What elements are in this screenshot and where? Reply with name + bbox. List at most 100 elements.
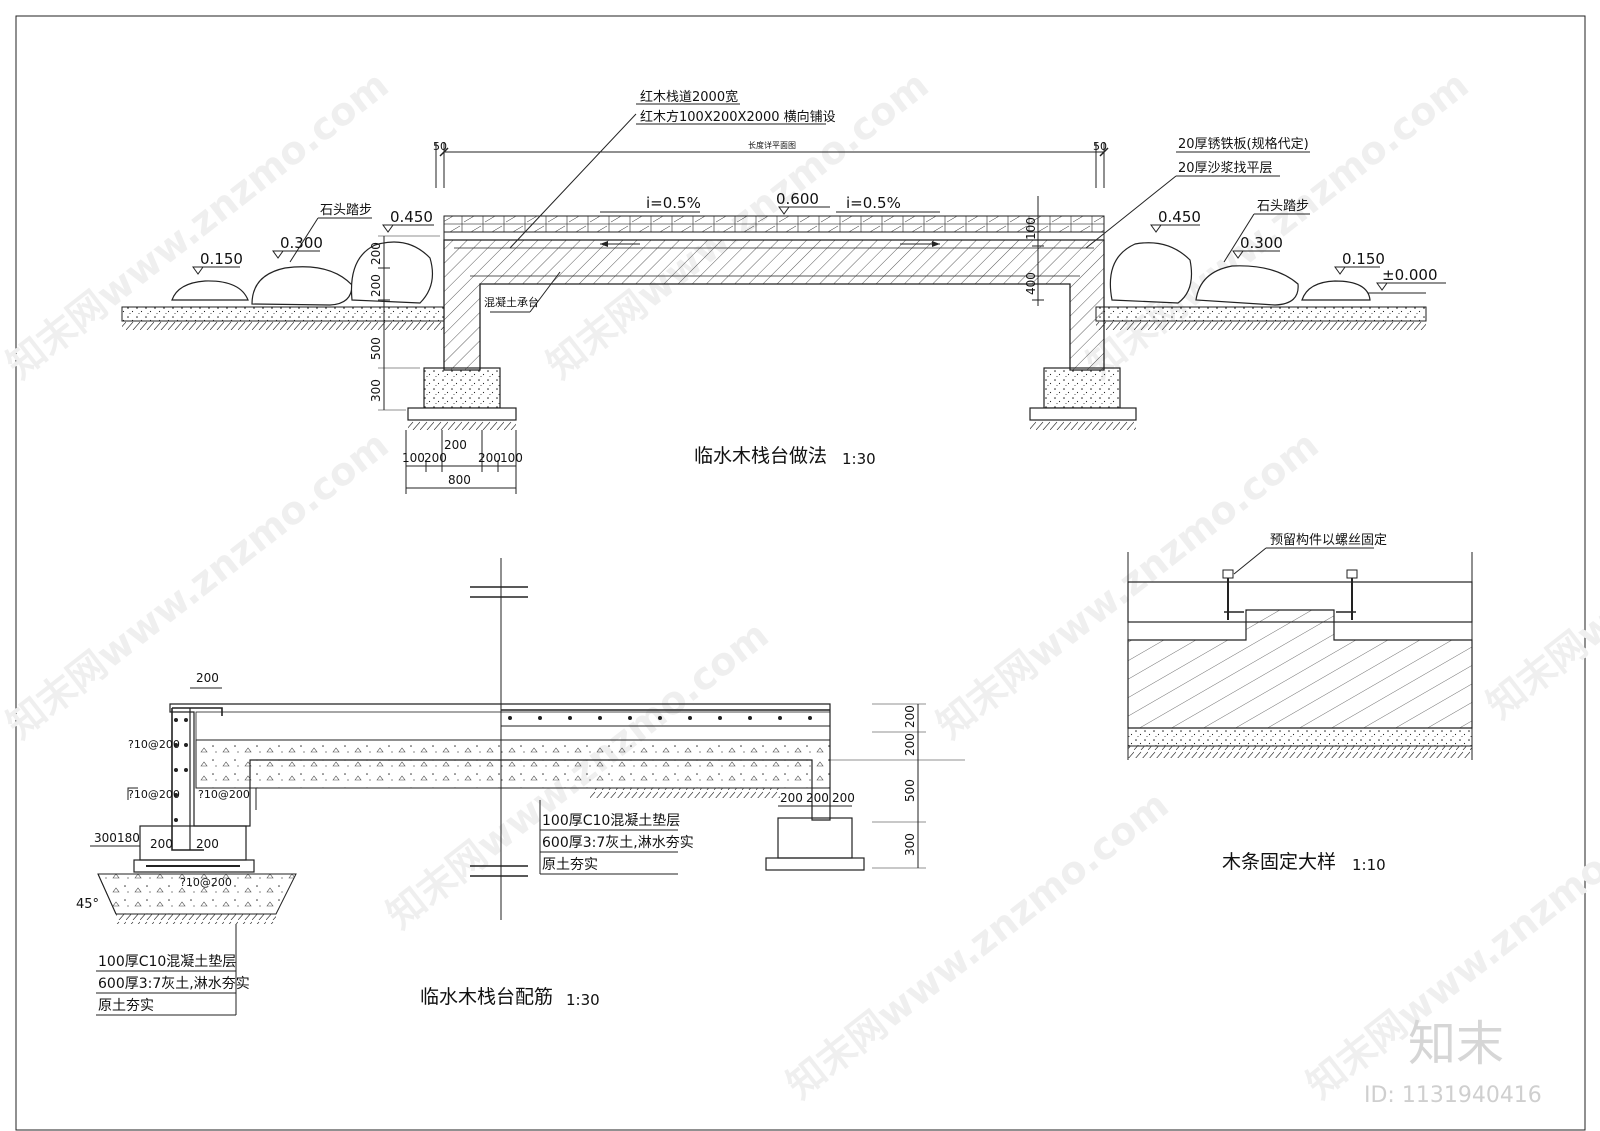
callout-timber-spec: 红木方100X200X2000 横向铺设 [640, 109, 836, 125]
footing-left-pad [407, 407, 517, 421]
layer-left-3: 原土夯实 [98, 998, 154, 1014]
rebar-tag-2: ?10@200 [128, 788, 180, 801]
rebar-drawing: ?10@200 ?10@200 ?10@200 ?10@200 200 200 … [76, 558, 965, 1016]
section-drawing: 长度详平面图 50 50 红木栈道2000宽 红木方100X200X2000 横… [121, 89, 1446, 494]
footing-left [423, 367, 501, 409]
section-scale: 1:30 [842, 450, 876, 468]
watermark-text: 知末网www.znzmo.com [1478, 402, 1600, 727]
rebar-dim-r-300: 300 [903, 833, 917, 856]
dim-foot-100b: 100 [500, 451, 523, 465]
level-deck: 0.600 [776, 190, 819, 208]
rebar-dim-top-200: 200 [196, 671, 219, 685]
rebar-dots [174, 716, 812, 822]
bolt-right [1336, 569, 1358, 620]
footing-right-pad [1029, 407, 1137, 421]
ground-strip-right [1095, 306, 1427, 322]
level-ground: ±0.000 [1382, 266, 1438, 284]
detail-note: 预留构件以螺丝固定 [1270, 533, 1387, 548]
slope-left: i=0.5% [646, 194, 701, 212]
dim-v-200a: 200 [369, 242, 383, 265]
rebar-footing-left-base [133, 859, 255, 873]
label-stone-step-right: 石头踏步 [1257, 199, 1309, 214]
level-right-0450: 0.450 [1158, 208, 1201, 226]
rebar-title: 临水木栈台配筋 [420, 986, 553, 1008]
dim-foot-200b: 200 [444, 438, 467, 452]
dim-v-300: 300 [369, 379, 383, 402]
stone-right-large [1109, 242, 1193, 304]
stone-left-small [171, 280, 249, 301]
callout-mortar-layer: 20厚沙浆找平层 [1178, 161, 1273, 176]
dim-foot-800: 800 [448, 473, 471, 487]
earth-footing-right [1030, 420, 1136, 430]
stone-left-mid [251, 266, 353, 306]
watermark-text: 知末网www.znzmo.com [778, 782, 1176, 1107]
overall-dim-label: 长度详平面图 [748, 140, 796, 150]
section-title: 临水木栈台做法 [694, 445, 827, 467]
watermark-text: 知末网www.znzmo.com [0, 422, 397, 747]
watermark-text: 知末网www.znzmo.com [0, 62, 397, 387]
slope-right: i=0.5% [846, 194, 901, 212]
dim-foot-100a: 100 [402, 451, 425, 465]
rebar-tag-4: ?10@200 [180, 876, 232, 889]
bolt-left [1222, 569, 1244, 620]
detail-drawing: 预留构件以螺丝固定 木条固定大样 1:10 [1127, 533, 1473, 874]
rebar-dim-foot-200b: 200 [806, 791, 829, 805]
dim-end-right: 50 [1093, 140, 1107, 153]
footing-right [1043, 367, 1121, 409]
rebar-tag-3: ?10@200 [198, 788, 250, 801]
brand-logo: 知末 [1408, 1016, 1504, 1072]
rebar-tag-1: ?10@200 [128, 738, 180, 751]
callout-timber-width: 红木栈道2000宽 [640, 89, 738, 105]
dim-v-r100: 100 [1024, 217, 1038, 240]
level-marks: 0.150 0.300 0.450 0.600 0.450 0.300 0.15… [192, 190, 1446, 291]
dim-v-500: 500 [369, 337, 383, 360]
dim-v-r200: 400 [1024, 272, 1038, 295]
stone-right-mid [1195, 265, 1299, 306]
dim-end-left: 50 [433, 140, 447, 153]
sheet-border [15, 15, 1586, 1131]
layer-left-2: 600厚3:7灰土,淋水夯实 [98, 976, 250, 992]
rebar-footing-right [777, 817, 853, 859]
steel-plate [443, 231, 1105, 241]
label-stone-step-left: 石头踏步 [320, 203, 372, 218]
rebar-dim-step-180: 180 [117, 831, 140, 845]
rebar-dim-col-200a: 200 [150, 837, 173, 851]
rebar-dim-col-200b: 200 [196, 837, 219, 851]
concrete-slab [195, 739, 831, 789]
earth-right [1096, 321, 1426, 331]
watermark-text: 知末网www.znzmo.com [1078, 62, 1476, 387]
detail-concrete [1127, 609, 1473, 729]
detail-bedding [1127, 727, 1473, 747]
detail-title: 木条固定大样 [1222, 851, 1336, 873]
dim-foot-200c: 200 [478, 451, 501, 465]
level-left-0450: 0.450 [390, 208, 433, 226]
brand-id: ID: 1131940416 [1364, 1083, 1542, 1108]
level-right-0300: 0.300 [1240, 234, 1283, 252]
callout-steel-plate: 20厚锈铁板(规格代定) [1178, 136, 1309, 152]
dim-foot-200a: 200 [424, 451, 447, 465]
level-left-0150: 0.150 [200, 250, 243, 268]
stone-left-large [350, 241, 433, 304]
layer-right-3: 原土夯实 [542, 857, 598, 873]
rebar-dim-angle: 45° [76, 897, 99, 912]
layer-left-1: 100厚C10混凝土垫层 [98, 954, 236, 970]
layer-right-1: 100厚C10混凝土垫层 [542, 813, 680, 829]
earth-left [122, 321, 444, 331]
level-left-0300: 0.300 [280, 234, 323, 252]
ground-strip-left [121, 306, 445, 322]
rebar-dim-r-200a: 200 [903, 705, 917, 728]
level-right-0150: 0.150 [1342, 250, 1385, 268]
rebar-scale: 1:30 [566, 991, 600, 1009]
stone-right-small [1301, 280, 1371, 301]
rebar-dim-r-500: 500 [903, 779, 917, 802]
dim-v-200b: 200 [369, 274, 383, 297]
rebar-dim-foot-200a: 200 [780, 791, 803, 805]
rebar-footing-right-base [765, 857, 865, 871]
earth-footing-left [408, 420, 516, 430]
label-concrete-cap: 混凝土承台 [484, 295, 539, 309]
rebar-dim-foot-200c: 200 [832, 791, 855, 805]
timber-deck [443, 215, 1105, 233]
layer-right-2: 600厚3:7灰土,淋水夯实 [542, 835, 694, 851]
detail-scale: 1:10 [1352, 856, 1386, 874]
